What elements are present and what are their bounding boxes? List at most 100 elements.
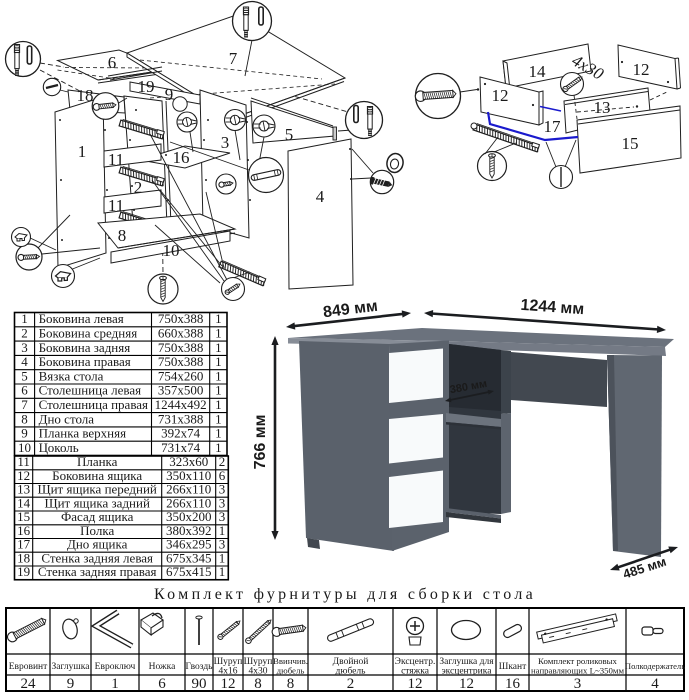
svg-text:3: 3	[21, 340, 28, 355]
svg-text:1: 1	[219, 550, 226, 565]
svg-text:Комплект фурнитуры для сборки: Комплект фурнитуры для сборки стола	[154, 586, 536, 603]
svg-text:направляющих L~350мм: направляющих L~350мм	[531, 666, 625, 676]
svg-text:16: 16	[17, 523, 31, 538]
svg-text:Полка: Полка	[80, 523, 114, 538]
svg-text:731х388: 731х388	[158, 411, 204, 426]
svg-text:12: 12	[459, 676, 474, 692]
svg-text:Ножка: Ножка	[149, 662, 176, 672]
svg-text:357х500: 357х500	[158, 383, 204, 398]
svg-text:Евровинт: Евровинт	[9, 662, 48, 672]
svg-text:1: 1	[215, 326, 222, 341]
svg-text:8: 8	[254, 676, 262, 692]
svg-text:Цоколь: Цоколь	[39, 440, 79, 455]
svg-text:1: 1	[215, 426, 222, 441]
svg-text:1: 1	[219, 523, 226, 538]
svg-text:12: 12	[633, 60, 650, 79]
svg-text:675х415: 675х415	[166, 564, 212, 579]
svg-text:750х388: 750х388	[158, 311, 204, 326]
svg-text:19: 19	[17, 564, 30, 579]
svg-text:3: 3	[219, 482, 226, 497]
svg-text:Столешница левая: Столешница левая	[39, 383, 141, 398]
svg-text:10: 10	[163, 241, 180, 260]
svg-text:9: 9	[67, 676, 75, 692]
svg-text:1: 1	[215, 397, 222, 412]
svg-text:17: 17	[544, 117, 562, 136]
svg-text:16: 16	[173, 148, 190, 167]
svg-text:3: 3	[219, 495, 226, 510]
svg-text:392х74: 392х74	[161, 426, 201, 441]
svg-text:350х110: 350х110	[166, 468, 211, 483]
svg-text:1: 1	[215, 340, 222, 355]
svg-text:18: 18	[17, 550, 30, 565]
svg-text:11: 11	[108, 196, 124, 215]
svg-text:3: 3	[574, 676, 582, 692]
svg-text:1244 мм: 1244 мм	[520, 297, 585, 318]
svg-text:17: 17	[17, 537, 31, 552]
svg-text:14: 14	[529, 62, 547, 81]
svg-text:Боковина ящика: Боковина ящика	[52, 468, 142, 483]
svg-text:675х345: 675х345	[166, 550, 212, 565]
svg-text:766 мм: 766 мм	[252, 415, 269, 470]
svg-text:18: 18	[77, 86, 94, 105]
svg-text:2: 2	[21, 326, 28, 341]
svg-text:4х30: 4х30	[249, 667, 268, 677]
svg-text:346х295: 346х295	[166, 537, 212, 552]
svg-text:дюбель: дюбель	[277, 666, 305, 676]
svg-text:Вязка стола: Вязка стола	[39, 368, 104, 383]
svg-text:6: 6	[158, 676, 166, 692]
svg-text:2: 2	[219, 454, 226, 469]
svg-text:660х388: 660х388	[158, 326, 204, 341]
svg-text:1: 1	[215, 368, 222, 383]
svg-text:1244х492: 1244х492	[155, 397, 207, 412]
svg-text:Шуруп: Шуруп	[244, 657, 273, 667]
svg-text:Планка верхняя: Планка верхняя	[39, 426, 127, 441]
svg-text:1: 1	[215, 354, 222, 369]
svg-text:19: 19	[138, 77, 155, 96]
svg-text:6: 6	[21, 383, 28, 398]
svg-text:11: 11	[108, 150, 124, 169]
svg-text:Заглушка: Заглушка	[52, 662, 91, 672]
svg-text:16: 16	[505, 676, 521, 692]
svg-text:1: 1	[215, 383, 222, 398]
svg-text:10: 10	[18, 440, 31, 455]
svg-text:Шуруп: Шуруп	[214, 657, 243, 667]
svg-text:Щит ящика задний: Щит ящика задний	[44, 495, 150, 510]
svg-text:750х388: 750х388	[158, 354, 204, 369]
svg-text:Боковина средняя: Боковина средняя	[39, 326, 138, 341]
svg-text:1: 1	[219, 564, 226, 579]
svg-text:Боковина задняя: Боковина задняя	[39, 340, 131, 355]
svg-text:Фасад ящика: Фасад ящика	[61, 509, 134, 524]
svg-text:4х16: 4х16	[219, 667, 238, 677]
svg-text:12: 12	[17, 468, 30, 483]
svg-text:6: 6	[219, 468, 226, 483]
svg-text:Планка: Планка	[77, 454, 118, 469]
svg-text:266х110: 266х110	[166, 482, 211, 497]
svg-text:9: 9	[21, 426, 28, 441]
svg-text:12: 12	[492, 86, 509, 105]
svg-text:8: 8	[287, 676, 295, 692]
svg-text:7: 7	[229, 49, 238, 68]
svg-text:Столешница правая: Столешница правая	[39, 397, 148, 412]
svg-text:стяжка: стяжка	[401, 667, 430, 677]
svg-text:Двойной: Двойной	[333, 656, 369, 667]
svg-text:7: 7	[21, 397, 28, 412]
svg-text:1: 1	[21, 311, 28, 326]
svg-text:24: 24	[21, 676, 37, 692]
svg-text:3: 3	[221, 133, 230, 152]
svg-text:6: 6	[108, 53, 117, 72]
svg-text:4: 4	[316, 187, 325, 206]
svg-text:1: 1	[215, 440, 222, 455]
svg-text:12: 12	[408, 676, 423, 692]
svg-text:323х60: 323х60	[169, 454, 208, 469]
svg-text:Дно стола: Дно стола	[39, 411, 95, 426]
svg-text:731х74: 731х74	[161, 440, 201, 455]
svg-text:12: 12	[221, 676, 236, 692]
svg-text:15: 15	[622, 134, 639, 153]
svg-text:Боковина левая: Боковина левая	[39, 311, 124, 326]
svg-text:Стенка задняя правая: Стенка задняя правая	[38, 564, 157, 579]
svg-text:дюбель: дюбель	[336, 666, 367, 677]
svg-text:8: 8	[118, 226, 127, 245]
svg-text:9: 9	[165, 85, 174, 104]
svg-text:Евроключ: Евроключ	[95, 662, 136, 672]
svg-text:1: 1	[78, 142, 87, 161]
